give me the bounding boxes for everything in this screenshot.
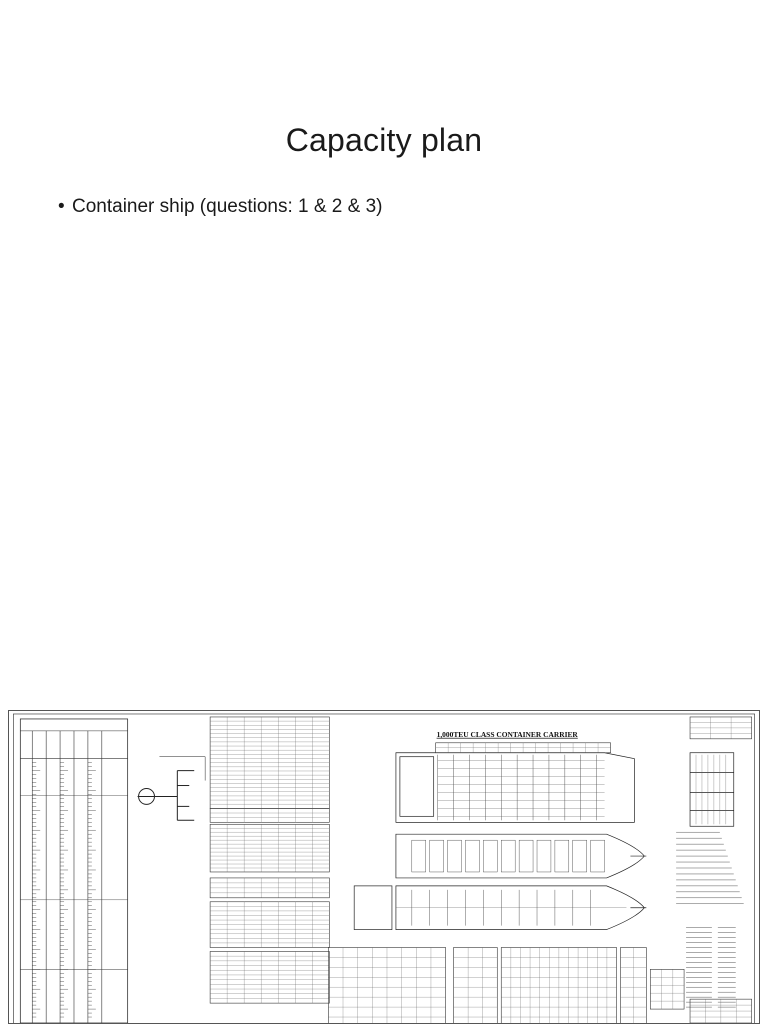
drawing-title: 1,000TEU CLASS CONTAINER CARRIER [437, 730, 579, 739]
bullet-text: Container ship (questions: 1 & 2 & 3) [72, 196, 383, 217]
general-notes [676, 831, 744, 905]
tank-capacity-tables [209, 716, 330, 1004]
bullet-item: • Container ship (questions: 1 & 2 & 3) [58, 196, 383, 218]
drawing-inner-frame [13, 713, 755, 1023]
ship-plan-view-lower [353, 885, 647, 930]
principal-particulars [686, 927, 736, 1008]
cross-section-view [689, 752, 735, 827]
capacity-plan-svg: 1,000TEU CLASS CONTAINER CARRIER [13, 713, 755, 1023]
ship-profile-view [395, 752, 635, 823]
container-capacity-tables [328, 947, 685, 1023]
cross-section-grid [695, 754, 726, 825]
ship-plan-view-upper [395, 833, 647, 879]
title-block [689, 716, 752, 1023]
capacity-plan-drawing: 1,000TEU CLASS CONTAINER CARRIER [8, 710, 760, 1024]
slide-title: Capacity plan [285, 122, 483, 158]
deadweight-scale [19, 718, 129, 1023]
profile-container-bays [435, 742, 611, 821]
midship-section-sketch [137, 756, 206, 821]
bullet-marker: • [58, 196, 65, 217]
plan-view-upper-hatches [411, 839, 605, 873]
plan-view-lower-hatches [395, 889, 627, 926]
